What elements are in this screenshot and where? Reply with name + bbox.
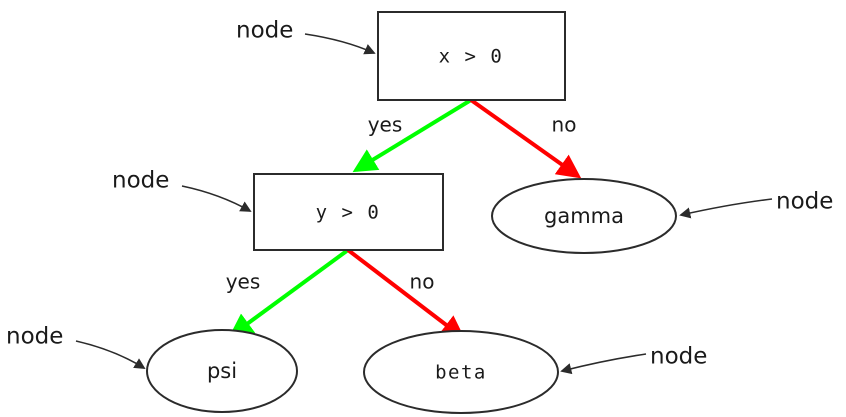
node-gamma-label: gamma [544, 204, 624, 228]
node-root-box[interactable] [377, 11, 566, 101]
node-beta[interactable]: beta [363, 330, 559, 414]
edge-root-yes [352, 98, 473, 173]
edge-label-root-no: no [552, 113, 577, 137]
node-psi-label: psi [207, 359, 237, 383]
annotation-psi-leader [75, 340, 146, 369]
annotation-beta: node [560, 344, 707, 375]
annotation-second-label: node [112, 168, 169, 194]
annotation-gamma: node [679, 189, 833, 219]
edge-label-group: yes no yes no [226, 113, 577, 294]
node-group: x > 0 y > 0 gamma psi beta [146, 11, 677, 414]
annotation-beta-leader [560, 353, 647, 375]
node-psi[interactable]: psi [146, 329, 298, 413]
edge-second-yes [228, 248, 350, 338]
node-gamma-ellipse[interactable] [491, 178, 677, 254]
node-psi-ellipse[interactable] [146, 329, 298, 413]
node-second-label: y > 0 [316, 202, 381, 224]
node-root-label: x > 0 [439, 46, 504, 68]
node-second[interactable]: y > 0 [253, 173, 444, 251]
edge-root-no [469, 98, 582, 179]
annotation-root: node [236, 18, 376, 55]
edge-label-root-yes: yes [368, 113, 403, 137]
edge-group [228, 98, 582, 340]
node-gamma[interactable]: gamma [491, 178, 677, 254]
annotation-root-leader [304, 33, 376, 55]
node-second-box[interactable] [253, 173, 444, 251]
annotation-gamma-leader [679, 198, 773, 219]
edge-label-second-no: no [410, 270, 435, 294]
annotation-psi-label: node [6, 324, 63, 350]
node-root[interactable]: x > 0 [377, 11, 566, 101]
annotation-psi: node [6, 324, 146, 369]
annotation-beta-label: node [650, 344, 707, 370]
node-beta-ellipse[interactable] [363, 330, 559, 414]
node-beta-label: beta [435, 362, 487, 384]
annotation-second-leader [181, 185, 252, 212]
annotation-gamma-label: node [776, 189, 833, 215]
edge-second-no [346, 248, 466, 340]
annotation-root-label: node [236, 18, 293, 44]
annotation-group: node node node node node [6, 18, 833, 375]
edge-label-second-yes: yes [226, 270, 261, 294]
annotation-second: node [112, 168, 252, 212]
